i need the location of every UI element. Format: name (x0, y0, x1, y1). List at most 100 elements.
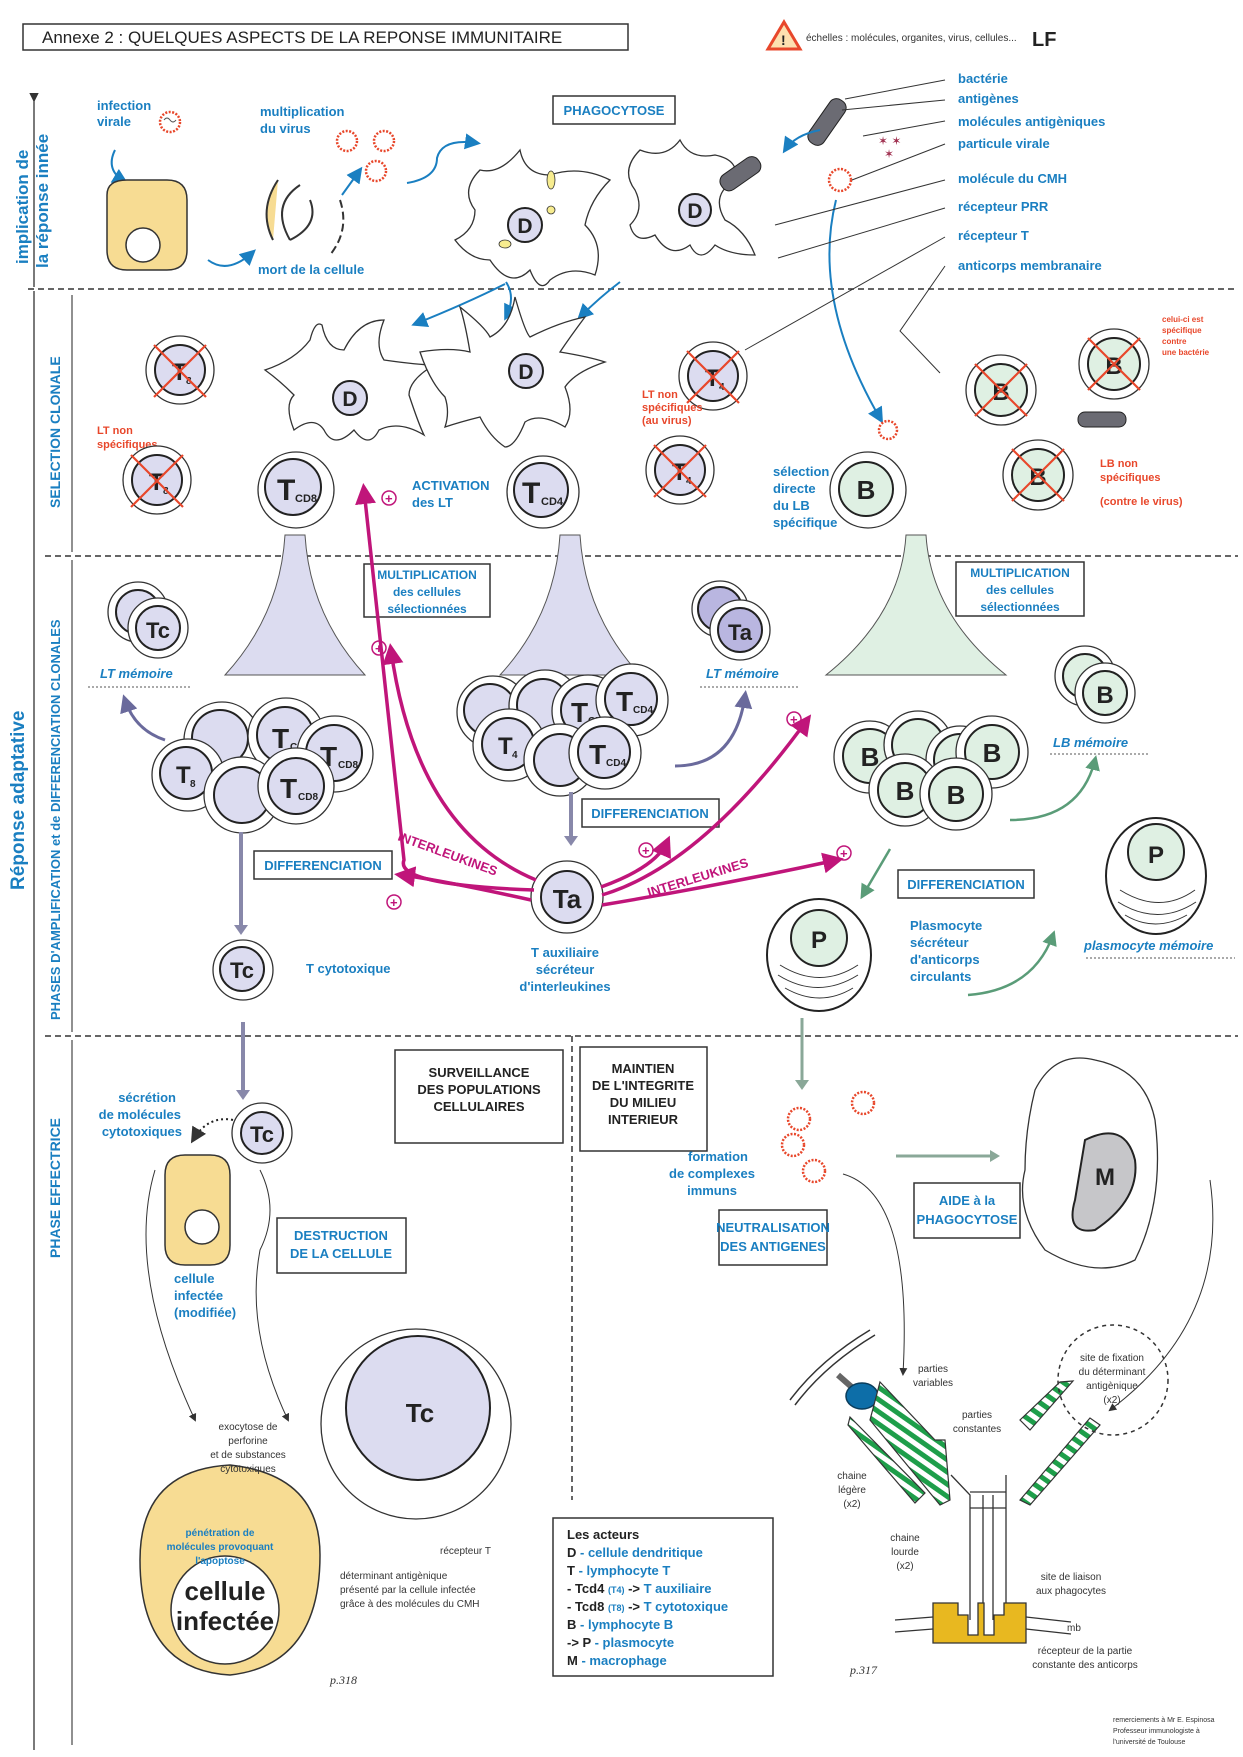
cell-death-label: mort de la cellule (258, 262, 364, 277)
svg-text:CD4: CD4 (541, 496, 564, 508)
lb-direct-label-3: du LB (773, 498, 810, 513)
actors-title: Les acteurs (567, 1527, 639, 1542)
bacteria-specific-label-4: une bactérie (1162, 348, 1210, 357)
svg-text:DES POPULATIONS: DES POPULATIONS (417, 1082, 541, 1097)
sidebar-amplification: PHASES D'AMPLIFICATION et de DIFFERENCIA… (48, 619, 63, 1020)
svg-text:T: T (176, 762, 191, 789)
sidebar-selection: SELECTION CLONALE (47, 356, 63, 508)
virus-cluster-icon (335, 129, 396, 183)
svg-text:Professeur immunologiste à: Professeur immunologiste à (1113, 1728, 1200, 1735)
determinant-label-3: grâce à des molécules du CMH (340, 1599, 480, 1610)
svg-text:l'université de Toulouse: l'université de Toulouse (1113, 1739, 1186, 1746)
secretion-label-3: cytotoxiques (102, 1124, 182, 1139)
svg-text:aux phagocytes: aux phagocytes (1036, 1586, 1106, 1597)
page-ref-318: p.318 (329, 1673, 357, 1687)
svg-text:variables: variables (913, 1378, 953, 1389)
svg-text:AIDE à la: AIDE à la (939, 1193, 996, 1208)
svg-text:(x2): (x2) (843, 1499, 860, 1510)
legend-prr: récepteur PRR (958, 199, 1049, 214)
warning-icon: ! (765, 19, 803, 51)
svg-text:✶ ✶: ✶ ✶ (878, 134, 901, 148)
sidebar-innate-line2: la réponse innée (33, 134, 52, 268)
b-cell-rejected-bacteria: B (1077, 328, 1150, 428)
ta-cell: Ta (530, 860, 604, 934)
svg-text:CD8: CD8 (295, 493, 317, 505)
svg-text:✶: ✶ (884, 147, 894, 161)
dendritic-label-1: D (517, 215, 532, 238)
memory-ta-cells: Ta (691, 580, 771, 661)
lb-direct-label-4: spécifique (773, 515, 837, 530)
logo: LF (1032, 29, 1056, 51)
infected-cell-label-1: cellule (174, 1271, 214, 1286)
svg-text:parties: parties (918, 1364, 948, 1375)
multiplication-label-1: multiplication (260, 104, 345, 119)
detail-cytotoxic-attack: Tc cellule infectée exocytose de perfori… (139, 1328, 512, 1687)
memory-plasmocyte: P (1105, 817, 1207, 935)
recepteur-t-detail-label: récepteur T (440, 1546, 491, 1557)
lt-memoire-label-center: LT mémoire (706, 666, 779, 681)
svg-text:constante des anticorps: constante des anticorps (1032, 1660, 1138, 1671)
credits: remerciements à Mr E. Espinosa Professeu… (1113, 1717, 1215, 1746)
infected-cell-label-3: (modifiée) (174, 1305, 236, 1320)
differenciation-box-right (897, 869, 1035, 899)
lt-non-specific-label-2: spécifiques (97, 439, 158, 451)
svg-text:+: + (385, 491, 393, 506)
t8-cell-rejected-1: T8 (145, 335, 215, 405)
svg-text:B: B (857, 475, 876, 505)
actor-item-tcd4: - Tcd4 (T4) -> T auxiliaire (567, 1581, 712, 1596)
svg-text:DES ANTIGENES: DES ANTIGENES (720, 1239, 826, 1254)
b-clone-cluster: B B B B (833, 710, 1029, 831)
header: Annexe 2 : QUELQUES ASPECTS DE LA REPONS… (22, 19, 1056, 51)
sidebar-effector: PHASE EFFECTRICE (47, 1118, 63, 1258)
svg-text:(x2): (x2) (1103, 1395, 1120, 1406)
svg-text:SURVEILLANCE: SURVEILLANCE (429, 1065, 530, 1080)
svg-text:sélectionnées: sélectionnées (980, 600, 1060, 614)
legend-anticorps: anticorps membranaire (958, 258, 1102, 273)
penetration-label-2: molécules provoquant (167, 1542, 274, 1553)
lt-virus-label-3: (au virus) (642, 415, 692, 427)
actor-item-b: B - lymphocyte B (567, 1617, 673, 1632)
svg-text:+: + (790, 712, 798, 727)
svg-text:site de fixation: site de fixation (1080, 1353, 1144, 1364)
exocytose-label-4: cytotoxiques (220, 1464, 276, 1475)
svg-text:MAINTIEN: MAINTIEN (612, 1061, 675, 1076)
lt-memoire-label-left: LT mémoire (100, 666, 173, 681)
plasmocyte-memoire-label: plasmocyte mémoire (1083, 938, 1213, 953)
svg-text:T: T (280, 773, 297, 804)
plasmocyte: P (766, 898, 872, 1012)
legend-molecules-antigeniques: molécules antigèniques (958, 114, 1105, 129)
svg-text:Ta: Ta (553, 884, 582, 914)
lb-non-specific-label-4: (contre le virus) (1100, 496, 1183, 508)
lb-non-specific-label-1: LB non (1100, 458, 1138, 470)
maintien-box (579, 1046, 708, 1152)
dendritic-cell-2: D (628, 138, 762, 256)
lb-memoire-label: LB mémoire (1053, 735, 1128, 750)
svg-text:!: ! (781, 32, 786, 48)
svg-text:DU MILIEU: DU MILIEU (610, 1095, 676, 1110)
tcd8-proliferation-fan (223, 534, 367, 676)
left-axes: implication de la réponse innée Réponse … (8, 92, 73, 1750)
svg-text:P: P (811, 927, 827, 954)
t4-cell-rejected-1: T4 (678, 341, 748, 411)
sidebar-adaptive: Réponse adaptative (8, 711, 29, 891)
innate-section: infection virale multiplication du virus… (97, 95, 901, 424)
infected-cell-label-2: infectée (174, 1288, 223, 1303)
svg-text:site de liaison: site de liaison (1041, 1572, 1102, 1583)
macrophage: M (1021, 1057, 1159, 1269)
dendritic-cell-3: D (263, 319, 437, 441)
exocytose-label-1: exocytose de (219, 1422, 278, 1433)
bacteria-specific-label-3: contre (1162, 337, 1187, 346)
dendritic-cell-4: D (419, 296, 608, 448)
activation-label-2: des LT (412, 495, 453, 510)
plasmocyte-label-2: sécréteur (910, 935, 969, 950)
aide-phagocytose-box (913, 1182, 1021, 1239)
svg-text:Tc: Tc (146, 618, 170, 643)
nucleus (125, 227, 161, 263)
fc-receptor-icon (932, 1602, 1027, 1644)
b-cell-rejected-2: B (1002, 439, 1074, 511)
svg-text:4: 4 (512, 750, 518, 761)
svg-text:DE LA CELLULE: DE LA CELLULE (290, 1246, 392, 1261)
